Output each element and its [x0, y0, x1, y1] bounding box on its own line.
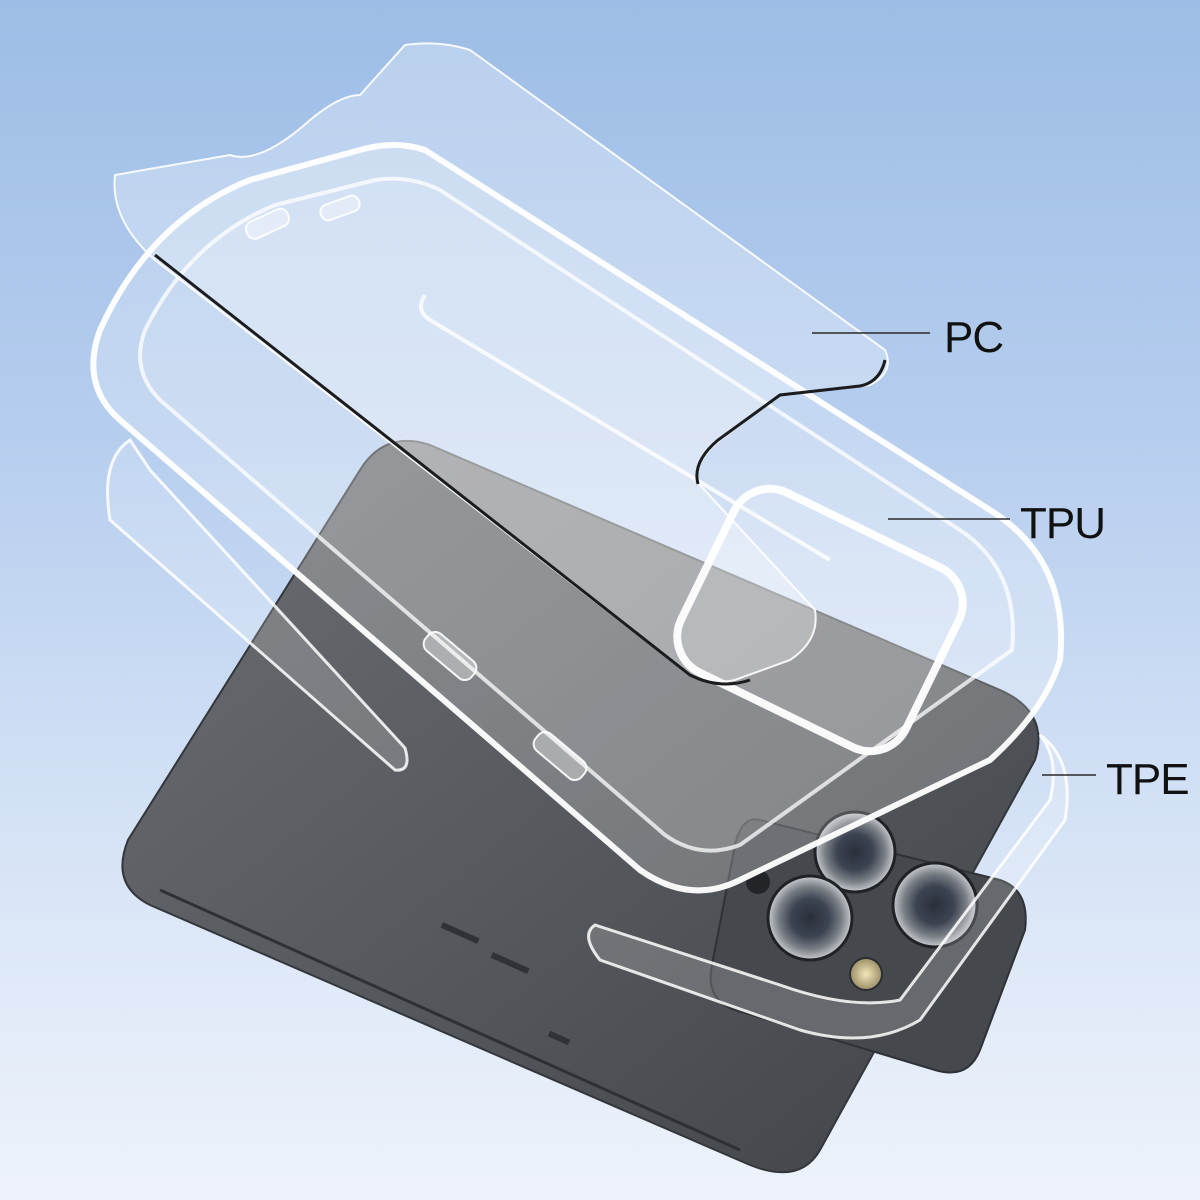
- button-cutout: [244, 207, 291, 240]
- side-button: [490, 952, 530, 974]
- side-button: [547, 1030, 571, 1046]
- flash-icon: [849, 957, 883, 991]
- button-cutout: [532, 730, 588, 782]
- camera-module: [709, 810, 1027, 1074]
- tpu-frame-layer: [90, 142, 1065, 894]
- callout-label-pc: PC: [944, 313, 1004, 362]
- camera-cutout: [673, 484, 967, 756]
- pc-back-panel-layer: [113, 42, 889, 686]
- tpe-bumper-layer: [106, 437, 1069, 1040]
- button-cutout: [319, 194, 361, 222]
- side-button: [440, 922, 480, 944]
- button-cutout: [422, 630, 478, 682]
- callout-label-tpe: TPE: [1106, 755, 1190, 804]
- camera-lens-icon: [766, 874, 854, 962]
- callout-label-tpu: TPU: [1020, 499, 1106, 548]
